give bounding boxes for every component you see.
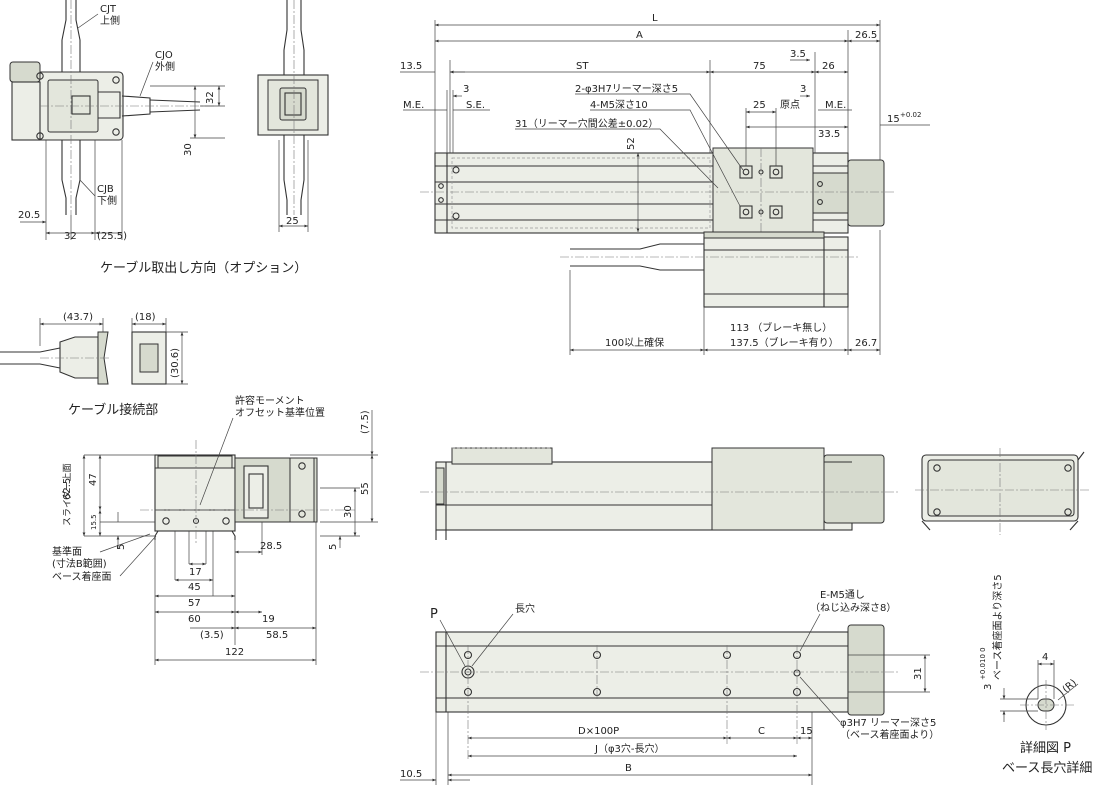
tol-15: +0.02 bbox=[900, 111, 921, 119]
note-em5: E-M5通し bbox=[820, 589, 865, 601]
dim-A: A bbox=[636, 30, 643, 41]
dim-7-5: (7.5) bbox=[360, 410, 371, 434]
dim-3-5-top: 3.5 bbox=[790, 49, 806, 60]
ref-range-label: (寸法B範囲) bbox=[52, 557, 107, 570]
label-me-left: M.E. bbox=[403, 100, 424, 111]
front-view: 許容モーメント オフセット基準位置 55 30 (7.5) 5 62.5 スライ… bbox=[52, 394, 378, 665]
dim-15-tol: 15 bbox=[887, 114, 900, 125]
dim-47: 47 bbox=[88, 473, 99, 486]
label-p: P bbox=[430, 607, 438, 622]
note-reamer-bottom-sub: （ベース着座面より） bbox=[840, 728, 939, 741]
label-slot: 長穴 bbox=[515, 602, 535, 615]
dim-ST: ST bbox=[576, 61, 589, 72]
dim-60: 60 bbox=[188, 614, 201, 625]
dim-58-5: 58.5 bbox=[266, 630, 288, 641]
dim-10-5: 10.5 bbox=[400, 769, 422, 780]
caption-detail-p: 詳細図 P bbox=[1020, 740, 1071, 756]
depth-label: ベース着座面より深さ5 bbox=[991, 574, 1004, 680]
dim-5-right: 5 bbox=[328, 544, 339, 550]
detail-p-view: 4 (R) 3 +0.010 0 ベース着座面より深さ5 詳細図 P ベース長穴… bbox=[979, 574, 1092, 776]
dim-4-detail: 4 bbox=[1042, 652, 1048, 663]
dim-18: (18) bbox=[135, 312, 156, 323]
dim-45: 45 bbox=[188, 582, 201, 593]
dim-75: 75 bbox=[753, 61, 766, 72]
dim-15-5: 15.5 bbox=[90, 514, 98, 530]
slider-top-label: スライダー上面 bbox=[61, 463, 73, 526]
label-cjt-sub: 上側 bbox=[100, 14, 120, 27]
dim-33-5: 33.5 bbox=[818, 129, 840, 140]
dim-52: 52 bbox=[626, 137, 637, 150]
dim-26-5: 26.5 bbox=[855, 30, 877, 41]
bottom-view: P 長穴 E-M5通し （ねじ込み深さ8） φ3H7 リーマー深さ5 （ベース着… bbox=[400, 589, 939, 785]
dim-31-bottom: 31 bbox=[913, 667, 924, 680]
label-cjb-sub: 下側 bbox=[97, 194, 117, 207]
dim-C: C bbox=[758, 726, 765, 737]
dim-25-top: 25 bbox=[753, 100, 766, 111]
top-view: L A 26.5 13.5 ST 75 26 3.5 3 M.E. S.E. 3… bbox=[400, 13, 930, 355]
dim-28-5: 28.5 bbox=[260, 541, 282, 552]
caption-cable-connection: ケーブル接続部 bbox=[68, 402, 158, 418]
dim-L: L bbox=[652, 13, 658, 24]
dim-r-detail: (R) bbox=[1061, 677, 1079, 695]
cable-connection-view: (43.7) (18) (30.6) ケーブル接続部 bbox=[0, 312, 188, 418]
ref-surface-label: 基準面 bbox=[52, 545, 82, 558]
dim-3-left: 3 bbox=[463, 84, 469, 95]
side-view bbox=[420, 447, 900, 540]
dim-B: B bbox=[625, 763, 632, 774]
dim-dx100p: D×100P bbox=[578, 726, 619, 737]
label-cjb: CJB bbox=[97, 184, 114, 195]
dim-15-bottom: 15 bbox=[800, 726, 813, 737]
label-cjt: CJT bbox=[100, 4, 117, 15]
note-pitch: 31（リーマー穴間公差±0.02） bbox=[515, 117, 658, 130]
dim-30-6: (30.6) bbox=[170, 348, 181, 378]
dim-55: 55 bbox=[360, 482, 371, 495]
dim-20-5: 20.5 bbox=[18, 210, 40, 221]
end-view bbox=[915, 448, 1090, 535]
dim-122: 122 bbox=[225, 647, 244, 658]
label-cjo: CJO bbox=[155, 50, 173, 61]
dim-3-5: (3.5) bbox=[200, 630, 224, 641]
cable-direction-view: 32 30 20.5 32 (25.5) CJT 上側 CJO 外側 CJB 下… bbox=[9, 0, 329, 276]
dim-26: 26 bbox=[822, 61, 835, 72]
note-reamer: 2-φ3H7リーマー深さ5 bbox=[575, 83, 678, 95]
dim-26-7: 26.7 bbox=[855, 338, 877, 349]
note-em5-sub: （ねじ込み深さ8） bbox=[810, 602, 896, 614]
dim-25-5: (25.5) bbox=[97, 231, 127, 242]
moment-note-2: オフセット基準位置 bbox=[235, 406, 325, 419]
dim-13-5: 13.5 bbox=[400, 61, 422, 72]
moment-note-1: 許容モーメント bbox=[235, 394, 305, 407]
dim-30-front: 30 bbox=[343, 505, 354, 518]
caption-cable-direction: ケーブル取出し方向（オプション） bbox=[100, 260, 307, 276]
dim-5-left: 5 bbox=[116, 544, 127, 550]
dim-J: J（φ3穴-長穴） bbox=[594, 742, 665, 755]
dim-19: 19 bbox=[262, 614, 275, 625]
base-mount-label: ベース着座面 bbox=[52, 570, 112, 583]
dim-25: 25 bbox=[286, 216, 299, 227]
label-me-right: M.E. bbox=[825, 100, 846, 111]
dim-30-vertical: 30 bbox=[183, 143, 194, 156]
label-se: S.E. bbox=[466, 100, 485, 111]
dim-57: 57 bbox=[188, 598, 201, 609]
note-reamer-bottom: φ3H7 リーマー深さ5 bbox=[840, 717, 936, 729]
depth-value: 3 bbox=[983, 684, 994, 690]
dim-113: 113 （ブレーキ無し） bbox=[730, 321, 832, 334]
dim-17: 17 bbox=[189, 567, 202, 578]
label-cjo-sub: 外側 bbox=[155, 60, 175, 73]
dim-43-7: (43.7) bbox=[63, 312, 93, 323]
label-origin: 原点 bbox=[780, 99, 800, 111]
dim-137-5: 137.5（ブレーキ有り） bbox=[730, 336, 839, 349]
depth-tolerance: +0.010 0 bbox=[979, 647, 987, 680]
dim-32-vertical: 32 bbox=[205, 91, 216, 104]
dim-32-horizontal: 32 bbox=[64, 231, 77, 242]
dim-62-5: 62.5 bbox=[62, 478, 73, 500]
dim-3-right: 3 bbox=[800, 84, 806, 95]
note-m5: 4-M5深さ10 bbox=[590, 99, 648, 111]
dim-100-min: 100以上確保 bbox=[605, 336, 664, 349]
caption-base-slot-detail: ベース長穴詳細 bbox=[1002, 760, 1092, 776]
